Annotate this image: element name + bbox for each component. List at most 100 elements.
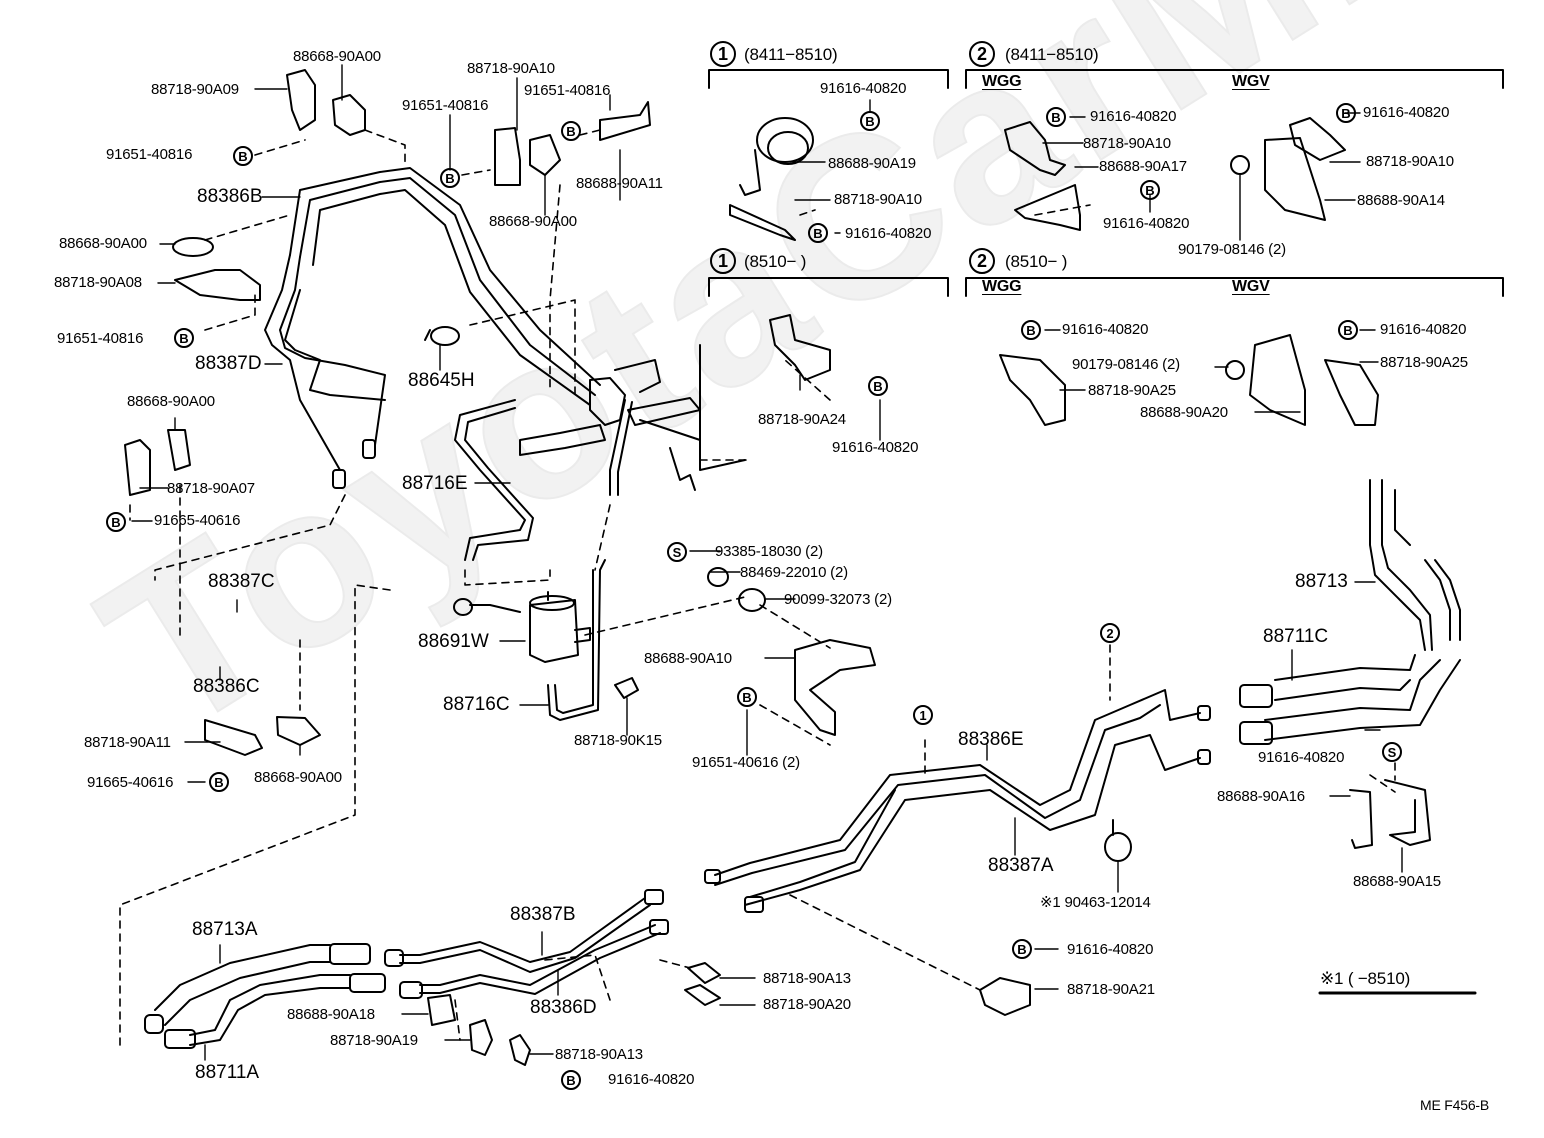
part-label[interactable]: 91651-40816 [524,82,611,99]
part-label[interactable]: 88716E [402,473,468,494]
part-label[interactable]: 91616-40820 [845,225,932,242]
part-label[interactable]: 88718-90A19 [330,1032,418,1049]
part-label[interactable]: 88668-90A00 [293,48,381,65]
part-label[interactable]: 88718-90A10 [834,191,922,208]
part-label[interactable]: 88691W [418,631,489,652]
bolt-marker: B [561,1070,581,1090]
part-label[interactable]: 88718-90A13 [555,1046,643,1063]
part-label[interactable]: 88645H [408,370,475,391]
part-label[interactable]: 93385-18030 (2) [715,543,823,560]
part-label[interactable]: 88387B [510,904,576,925]
part-label[interactable]: 88718-90A25 [1380,354,1468,371]
part-label[interactable]: 88718-90A11 [84,734,171,751]
screw-marker: S [1382,742,1402,762]
bolt-marker: B [233,146,253,166]
footnote: ※1 ( −8510) [1320,970,1410,988]
bolt-marker: B [1046,107,1066,127]
fuel-block [519,344,746,496]
part-label[interactable]: 88387D [195,353,262,374]
bolt-marker: B [209,772,229,792]
part-label[interactable]: 88718-90A10 [1083,135,1171,152]
bolt-marker: B [106,512,126,532]
bolt-marker: B [1336,103,1356,123]
part-label[interactable]: 91616-40820 [1062,321,1149,338]
part-label[interactable]: 88688-90A15 [1353,873,1441,890]
part-label[interactable]: 88668-90A00 [254,769,342,786]
part-label[interactable]: 88688-90A19 [828,155,916,172]
part-label[interactable]: 91651-40816 [57,330,144,347]
part-label[interactable]: 88668-90A00 [127,393,215,410]
part-label[interactable]: 88718-90A21 [1067,981,1155,998]
part-label[interactable]: 88718-90A13 [763,970,851,987]
tube-88716C [547,559,606,721]
part-label[interactable]: 88718-90A10 [467,60,555,77]
part-label[interactable]: 88718-90K15 [574,732,662,749]
part-label[interactable]: 88711A [195,1062,260,1083]
part-label[interactable]: 90179-08146 (2) [1178,241,1286,258]
part-label[interactable]: 88688-90A14 [1357,192,1445,209]
bracket-88688-90A19 [729,117,814,241]
part-label[interactable]: 88688-90A16 [1217,788,1305,805]
tube-88386E [704,689,1211,913]
part-label[interactable]: 88387C [208,571,275,592]
part-label[interactable]: 88386E [958,729,1024,750]
part-label[interactable]: 88718-90A20 [763,996,851,1013]
part-label[interactable]: 88469-22010 (2) [740,564,848,581]
part-label[interactable]: 88668-90A00 [489,213,577,230]
part-label[interactable]: 88688-90A10 [644,650,732,667]
subvariant-wgg-late: WGG [982,278,1022,295]
part-label[interactable]: 91665-40616 [154,512,241,529]
part-label[interactable]: 91616-40820 [1103,215,1190,232]
clip-88718-90K15 [614,677,639,699]
part-label[interactable]: 91616-40820 [832,439,919,456]
part-label[interactable]: 88718-90A07 [167,480,255,497]
part-label[interactable]: 88688-90A11 [576,175,663,192]
subvariant-wgv-late: WGV [1232,278,1270,295]
clips-bottom [427,962,721,1066]
part-label[interactable]: 90179-08146 (2) [1072,356,1180,373]
part-label[interactable]: 91616-40820 [1090,108,1177,125]
hose-88711C [1239,654,1461,745]
part-label[interactable]: 90099-32073 (2) [784,591,892,608]
part-label[interactable]: 88688-90A18 [287,1006,375,1023]
part-label[interactable]: 91616-40820 [1258,749,1345,766]
part-label[interactable]: 88713 [1295,571,1348,592]
part-label[interactable]: 91665-40616 [87,774,174,791]
bracket-v2-early [965,69,1504,89]
part-label[interactable]: 88688-90A17 [1099,158,1187,175]
part-label[interactable]: 88688-90A20 [1140,404,1228,421]
part-label[interactable]: 91616-40820 [1380,321,1467,338]
part-label[interactable]: 88718-90A25 [1088,382,1176,399]
part-label[interactable]: 91616-40820 [608,1071,695,1088]
fuel-pump-88691W [453,591,591,663]
brackets-88688-90A16-90A15 [1349,779,1431,849]
part-label[interactable]: 88386D [530,997,597,1018]
part-label[interactable]: 88668-90A00 [59,235,147,252]
part-label[interactable]: 91616-40820 [820,80,907,97]
part-label[interactable]: 88718-90A10 [1366,153,1454,170]
part-label[interactable]: 91651-40816 [402,97,489,114]
part-label[interactable]: 88713A [192,919,258,940]
screw-marker: S [667,542,687,562]
hose-88713 [1369,479,1461,651]
part-label[interactable]: 91651-40816 [106,146,193,163]
part-label[interactable]: 88718-90A24 [758,411,846,428]
part-label[interactable]: 88711C [1263,626,1329,647]
subvariant-wgv-early: WGV [1232,73,1270,90]
part-label[interactable]: 88718-90A09 [151,81,239,98]
variant-marker-1-late: 1 [710,248,736,274]
part-label[interactable]: 88716C [443,694,510,715]
bracket-88688-90A10 [794,639,876,736]
part-label[interactable]: ※1 90463-12014 [1040,895,1151,911]
part-label[interactable]: 91616-40820 [1067,941,1154,958]
subvariant-wgg-early: WGG [982,73,1022,90]
footnote-range: ( −8510) [1347,969,1411,988]
part-label[interactable]: 88386B [197,186,263,207]
part-label[interactable]: 88386C [193,676,260,697]
part-label[interactable]: 88718-90A08 [54,274,142,291]
part-label[interactable]: 91616-40820 [1363,104,1450,121]
part-label[interactable]: 88387A [988,855,1054,876]
part-label[interactable]: 91651-40616 (2) [692,754,800,771]
variant-marker-2: 2 [969,41,995,67]
